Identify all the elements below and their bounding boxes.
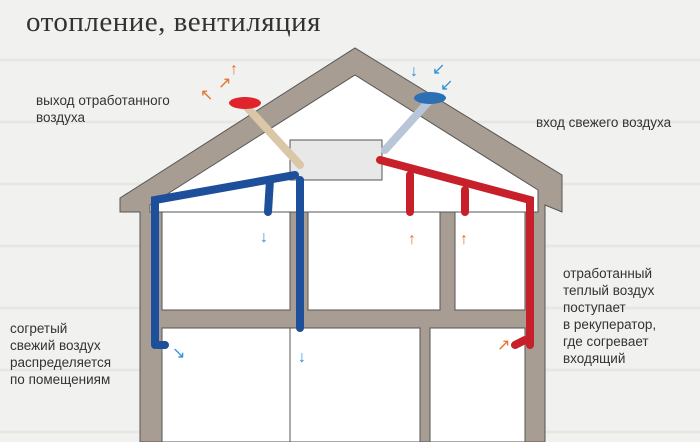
red-duct (376, 156, 534, 349)
svg-text:↖: ↖ (200, 87, 213, 104)
page-title: отопление, вентиляция (26, 6, 321, 38)
recuperator (289, 139, 383, 181)
svg-text:↓: ↓ (260, 229, 268, 246)
svg-text:↑: ↑ (408, 231, 416, 248)
svg-text:↓: ↓ (298, 349, 306, 366)
exhaust-duct (241, 101, 304, 169)
svg-text:↓: ↓ (410, 63, 418, 80)
svg-text:↑: ↑ (460, 231, 468, 248)
svg-text:↘: ↘ (172, 345, 185, 362)
room-toilet (454, 211, 526, 311)
cold-arrows-icon: ↓ ↙↙ ↓ ↘ ↓ (172, 61, 453, 366)
room-bathroom (307, 211, 441, 311)
exhaust-cap (229, 97, 261, 109)
warm-arrows-icon: ↗↑↖ ↑↑↗ (200, 61, 510, 354)
room-kitchen (429, 327, 526, 442)
room-living (289, 327, 421, 442)
label-fresh-in: вход свежего воздуха (536, 115, 672, 130)
room-bedroom (161, 211, 291, 311)
svg-text:↙: ↙ (440, 77, 453, 94)
svg-text:↗: ↗ (497, 337, 510, 354)
room-dining (161, 327, 291, 442)
svg-text:↙: ↙ (432, 61, 445, 78)
svg-text:↑: ↑ (230, 61, 238, 78)
blue-duct (151, 171, 304, 349)
intake-duct (381, 96, 434, 154)
intake-cap (414, 92, 446, 104)
svg-text:↗: ↗ (218, 75, 231, 92)
house-structure (119, 47, 563, 442)
